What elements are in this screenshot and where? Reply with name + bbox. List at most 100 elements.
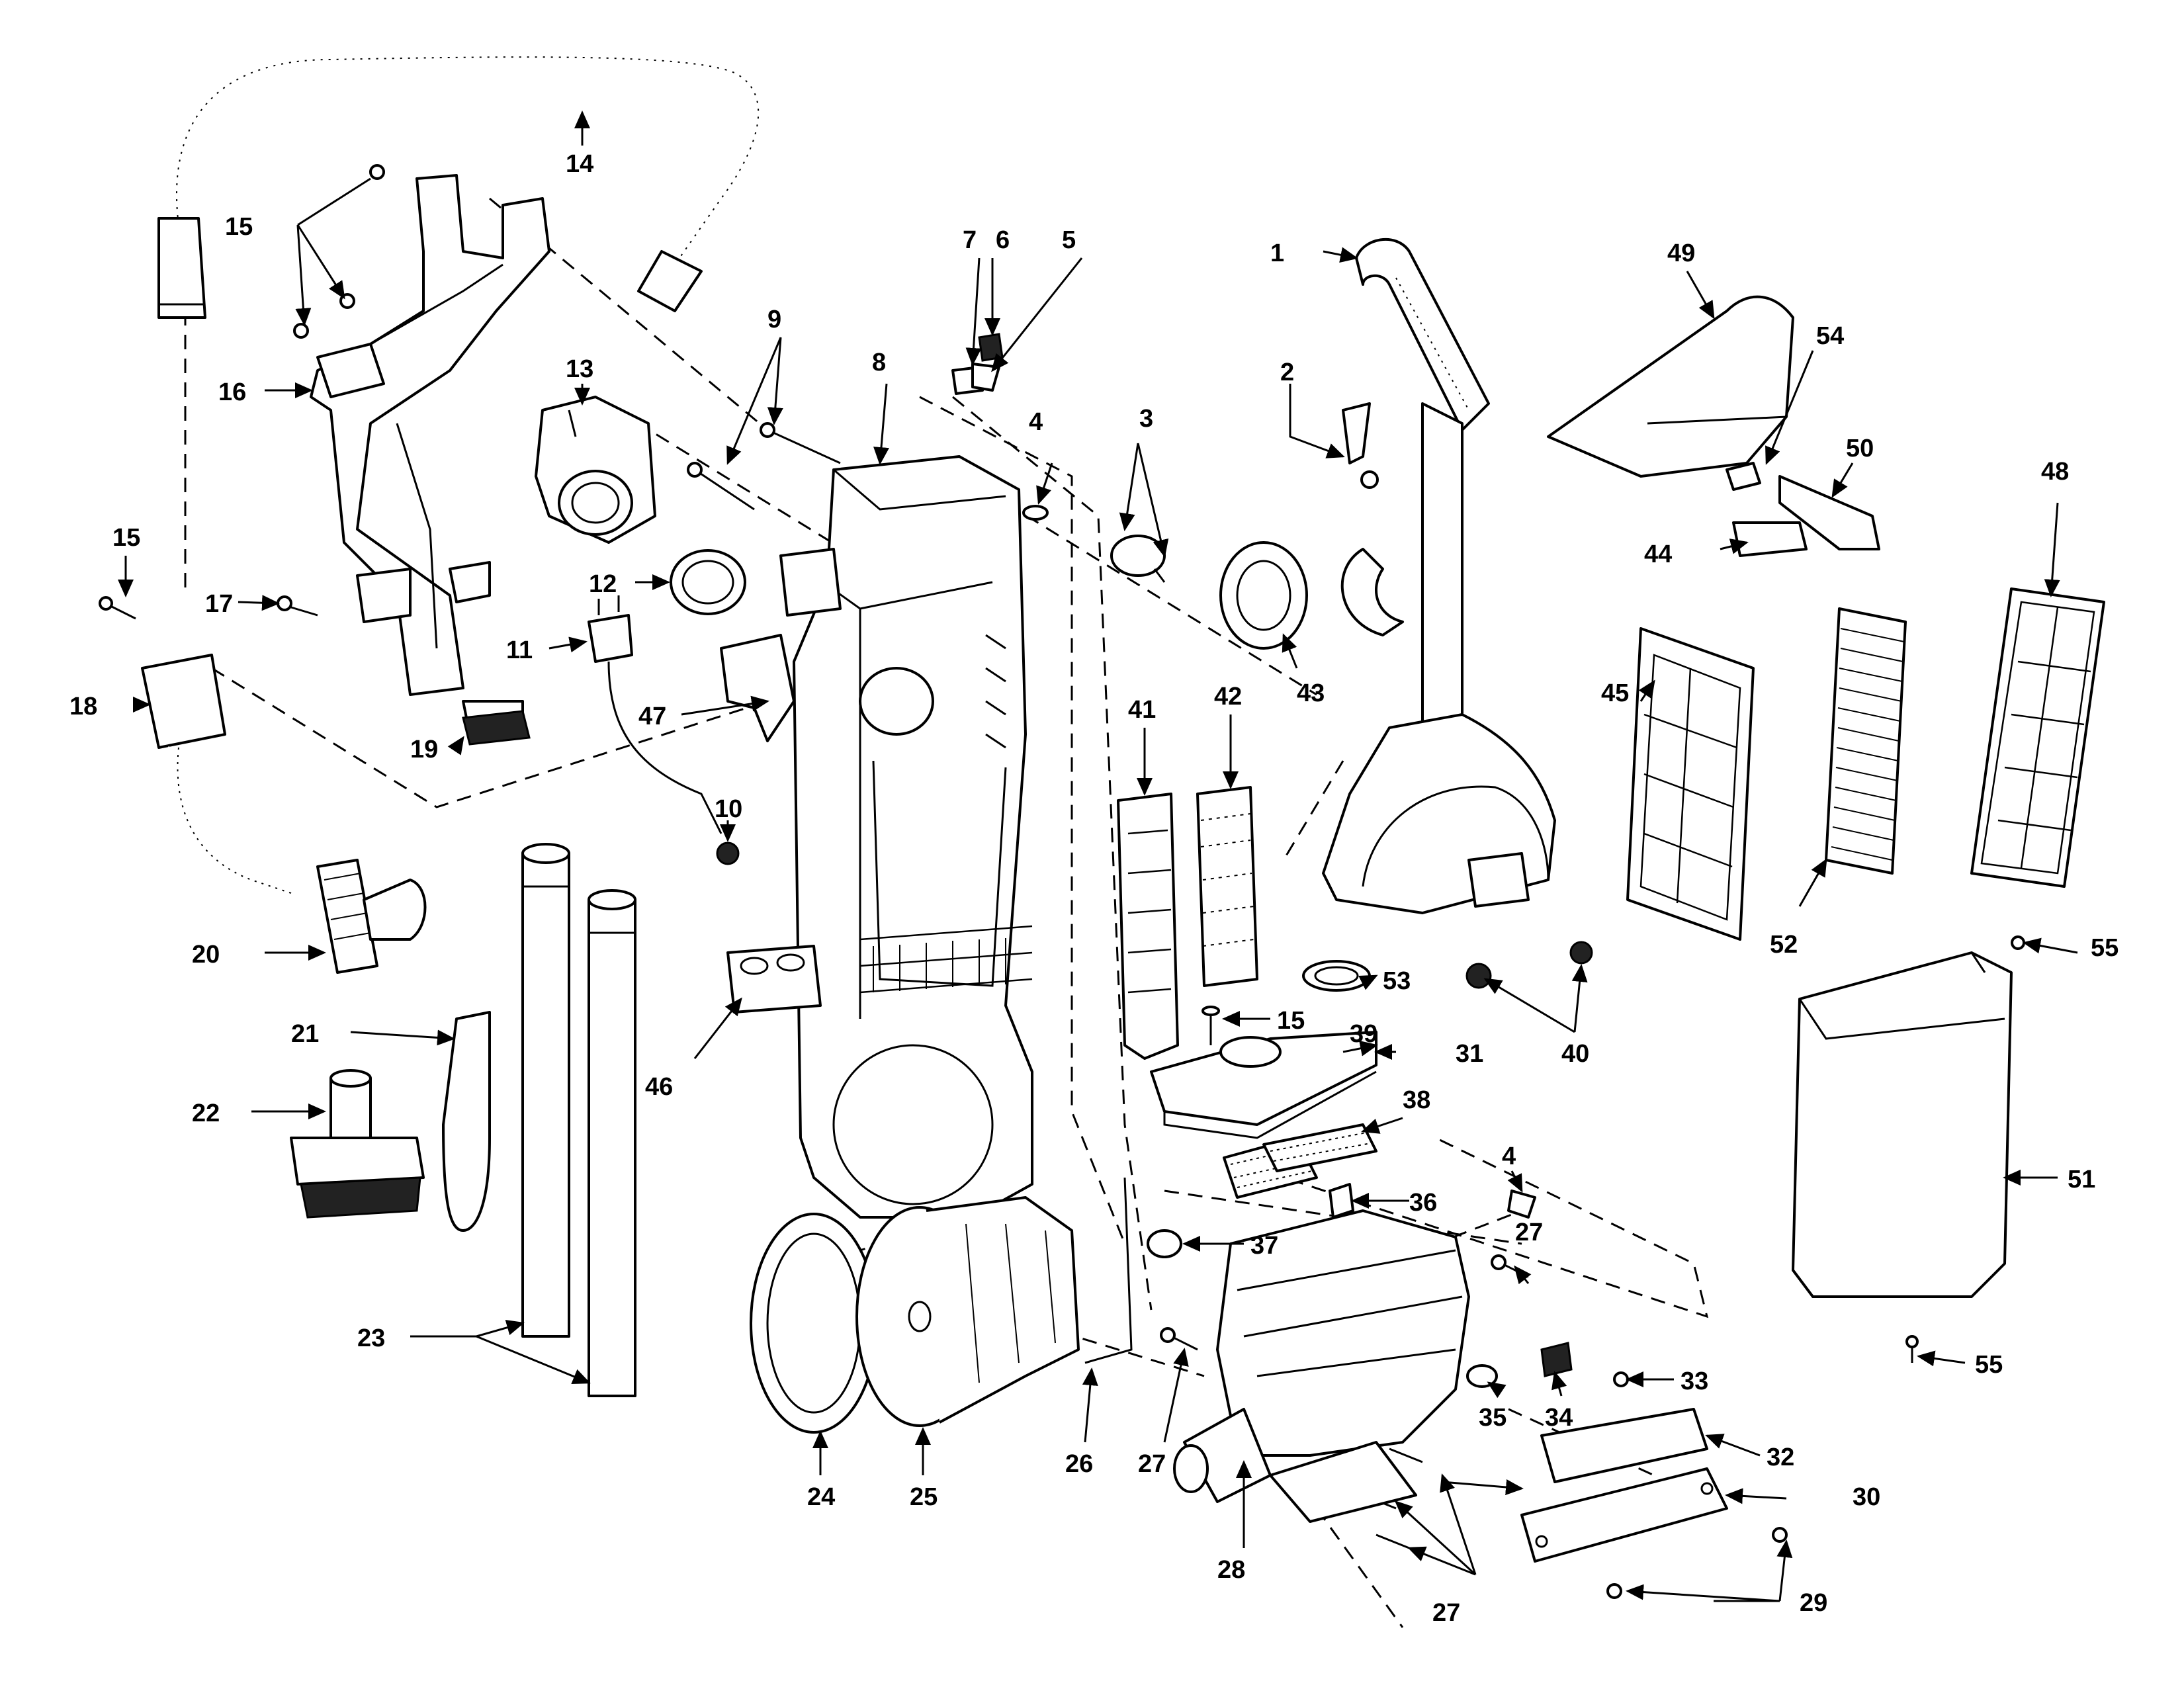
part-32-bumper	[1540, 1408, 1708, 1483]
callout-11: 11	[506, 636, 533, 664]
callout-26: 26	[1065, 1450, 1093, 1478]
callout-25: 25	[910, 1483, 938, 1511]
part-51-dirt-cup	[1792, 951, 2013, 1298]
callout-34: 34	[1545, 1404, 1573, 1432]
part-42-foam-filter	[1196, 786, 1258, 987]
callout-3: 3	[1139, 405, 1153, 433]
callout-54: 54	[1816, 322, 1844, 350]
callout-49: 49	[1667, 239, 1695, 267]
callout-24: 24	[807, 1483, 835, 1511]
part-48-filter-grille	[1970, 587, 2105, 888]
callout-36: 36	[1409, 1189, 1437, 1217]
part-53-ring	[1302, 960, 1371, 992]
callout-33: 33	[1681, 1367, 1708, 1395]
callout-7: 7	[963, 226, 977, 254]
callout-53: 53	[1383, 967, 1411, 995]
callout-23: 23	[357, 1324, 385, 1352]
part-34-clip	[1540, 1342, 1573, 1377]
part-28-nozzle-base	[1173, 1209, 1470, 1523]
callout-22: 22	[192, 1100, 220, 1127]
part-52-hepa-filter	[1825, 607, 1907, 875]
callout-labels: 1 2 3 4 4 5 6 7 8 9 10 11 12 13 14 15 15…	[69, 150, 2118, 1627]
callout-37: 37	[1250, 1232, 1278, 1260]
callout-39: 39	[1350, 1020, 1377, 1048]
callout-47: 47	[638, 703, 666, 730]
callout-13: 13	[566, 355, 593, 383]
part-26-drive-belt	[1084, 1177, 1133, 1364]
part-46-tool-holder	[726, 945, 822, 1014]
part-4-fastener	[1022, 505, 1536, 1219]
part-9-long-screws	[687, 422, 841, 511]
callout-27a: 27	[1138, 1450, 1166, 1478]
callout-45: 45	[1601, 679, 1629, 707]
part-19-clip	[462, 710, 531, 746]
callout-19: 19	[410, 736, 438, 763]
part-35-bulb	[1466, 1364, 1498, 1388]
part-22-dusting-brush	[290, 1069, 425, 1219]
part-29-screws	[1606, 1527, 1788, 1599]
part-20-upholstery-tool	[316, 859, 427, 974]
part-13-hose-connector	[535, 396, 656, 544]
part-55-screws	[1905, 935, 2025, 1363]
callout-16: 16	[218, 378, 246, 406]
callout-6: 6	[996, 226, 1010, 254]
part-50-release-latch	[1778, 475, 1880, 550]
part-33-screw	[1613, 1371, 1629, 1387]
part-36-latch	[1329, 1183, 1354, 1219]
part-10-cord-clip	[716, 842, 740, 865]
callout-55b: 55	[1975, 1351, 2003, 1379]
part-23-extension-wands	[521, 843, 636, 1397]
callout-27b: 27	[1515, 1219, 1543, 1246]
callout-17: 17	[205, 590, 233, 618]
callout-35: 35	[1479, 1404, 1507, 1432]
part-8-main-housing	[779, 455, 1033, 1219]
callout-41: 41	[1128, 696, 1156, 724]
callout-43: 43	[1297, 679, 1325, 707]
part-11-plug-and-cord	[588, 595, 722, 834]
callout-4: 4	[1029, 408, 1043, 436]
callout-30: 30	[1853, 1483, 1880, 1511]
part-1-handle	[1322, 238, 1556, 914]
callout-15c: 15	[1277, 1007, 1305, 1035]
callout-40: 40	[1561, 1040, 1589, 1068]
callout-28: 28	[1217, 1556, 1245, 1584]
callout-14: 14	[566, 150, 593, 178]
part-54-spring-clip	[1725, 462, 1761, 491]
part-49-dirt-cup-lid	[1547, 295, 1794, 478]
part-30-bottom-plate	[1520, 1467, 1728, 1563]
part-44-latch-base	[1732, 521, 1808, 557]
callout-15b: 15	[112, 524, 140, 552]
part-38-filter-pads	[1223, 1123, 1377, 1199]
part-47-cord-hook	[720, 634, 795, 742]
callout-9: 9	[767, 306, 781, 333]
part-14-flexible-hose	[157, 44, 772, 319]
part-43-seal-ring	[1219, 541, 1308, 650]
callout-27c: 27	[1432, 1599, 1460, 1627]
part-18-hose-end	[141, 654, 295, 904]
part-45-filter-frame	[1626, 627, 1755, 941]
part-40-wheels	[1465, 941, 1593, 989]
callout-21: 21	[291, 1020, 319, 1048]
callout-38: 38	[1403, 1086, 1430, 1114]
callout-18: 18	[69, 693, 97, 720]
callout-12: 12	[589, 570, 617, 598]
part-2-latch	[1342, 402, 1379, 489]
callout-52: 52	[1770, 931, 1798, 959]
callout-1: 1	[1270, 239, 1284, 267]
part-12-gasket-ring	[670, 549, 746, 615]
callout-44: 44	[1644, 541, 1672, 568]
callout-48: 48	[2041, 458, 2069, 486]
part-41-filter-frame	[1117, 793, 1179, 1060]
callout-46: 46	[645, 1073, 673, 1101]
callout-50: 50	[1846, 435, 1874, 462]
part-15-pin	[1201, 1006, 1220, 1045]
part-37-pulley-ring	[1147, 1229, 1182, 1258]
leader-lines	[118, 110, 2078, 1602]
callout-8: 8	[872, 349, 886, 376]
callout-42: 42	[1214, 683, 1242, 711]
callout-2: 2	[1280, 359, 1294, 386]
callout-51: 51	[2068, 1166, 2095, 1193]
callout-29: 29	[1800, 1589, 1827, 1617]
part-17-screw	[277, 595, 318, 617]
